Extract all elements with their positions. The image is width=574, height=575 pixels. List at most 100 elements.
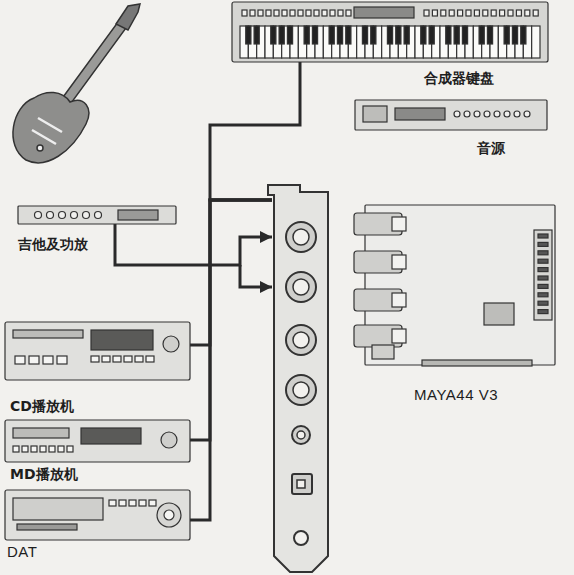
header-pin — [538, 284, 548, 288]
module-knob — [454, 111, 460, 117]
black-key — [421, 26, 426, 44]
black-key — [271, 26, 276, 44]
black-key — [504, 26, 509, 44]
cd-button — [113, 356, 121, 362]
guitar-headstock — [116, 4, 140, 30]
black-key — [512, 26, 517, 44]
amp-knob — [47, 212, 54, 219]
md-button — [58, 446, 64, 452]
md-knob — [161, 432, 177, 448]
jack-body — [392, 255, 406, 269]
device-picture — [18, 206, 176, 224]
amp-knob — [83, 212, 90, 219]
keyboard-button — [508, 10, 513, 16]
keyboard-button — [458, 10, 463, 16]
keyboard-button — [466, 10, 471, 16]
dat-meter — [17, 524, 77, 530]
black-key — [246, 26, 251, 44]
black-key — [462, 26, 467, 44]
device-label: 吉他及功放 — [18, 236, 88, 252]
module-knob — [494, 111, 500, 117]
black-key — [454, 26, 459, 44]
amp-knob — [95, 212, 102, 219]
module-knob — [514, 111, 520, 117]
device-box: DAT — [5, 490, 190, 540]
cd-body — [5, 322, 190, 380]
keyboard-button — [250, 10, 255, 16]
black-key — [329, 26, 334, 44]
board-connector — [372, 345, 394, 359]
device-box: CD播放机 — [5, 322, 190, 380]
device-box: MD播放机 — [5, 420, 190, 462]
black-key — [446, 26, 451, 44]
optical-hole — [297, 480, 305, 488]
black-key — [312, 26, 317, 44]
device-picture — [5, 420, 190, 462]
black-key — [287, 26, 292, 44]
keyboard-button — [449, 10, 454, 16]
black-key — [304, 26, 309, 44]
md-button — [49, 446, 55, 452]
md-display — [81, 428, 141, 444]
keyboard-button — [441, 10, 446, 16]
keyboard-button — [432, 10, 437, 16]
module-knob — [504, 111, 510, 117]
dat-knob-cap — [164, 510, 174, 520]
black-key — [337, 26, 342, 44]
black-key — [279, 26, 284, 44]
module-display — [395, 108, 445, 120]
card-bracket — [268, 185, 328, 572]
keyboard-button — [298, 10, 303, 16]
keyboard-button — [282, 10, 287, 16]
signal-line — [190, 200, 272, 440]
device-box: 吉他及功放 — [18, 206, 176, 224]
module-knob — [484, 111, 490, 117]
device-box: MAYA44 V3 — [272, 185, 558, 367]
header-pin — [538, 293, 548, 297]
device-picture — [232, 2, 548, 62]
dat-door — [13, 498, 103, 520]
md-body — [5, 420, 190, 462]
cd-button — [135, 356, 143, 362]
keyboard-button — [330, 10, 335, 16]
device-label: CD播放机 — [10, 398, 74, 414]
black-key — [254, 26, 259, 44]
module-slot — [363, 106, 387, 122]
dat-button — [139, 500, 146, 506]
dat-button — [129, 500, 136, 506]
device-picture — [5, 490, 190, 540]
keyboard-button — [322, 10, 327, 16]
device-label: DAT — [7, 544, 37, 560]
device-picture — [5, 322, 190, 380]
keyboard-button — [242, 10, 247, 16]
guitar-body — [13, 92, 89, 162]
header-pin — [538, 310, 548, 314]
dat-button — [119, 500, 126, 506]
cd-button — [43, 356, 53, 364]
keyboard-button — [290, 10, 295, 16]
keyboard-button — [266, 10, 271, 16]
black-key — [371, 26, 376, 44]
black-key — [479, 26, 484, 44]
keyboard-button — [306, 10, 311, 16]
cd-button — [57, 356, 67, 364]
jack-socket — [286, 272, 316, 302]
jack-body — [392, 329, 406, 343]
keyboard-button — [533, 10, 538, 16]
md-slot — [13, 428, 69, 438]
device-picture — [272, 185, 558, 367]
card-edge-contacts — [422, 360, 532, 366]
cd-button — [102, 356, 110, 362]
keyboard-button — [314, 10, 319, 16]
device-label: MAYA44 V3 — [414, 387, 498, 403]
module-knob — [474, 111, 480, 117]
keyboard-button — [483, 10, 488, 16]
md-button — [13, 446, 19, 452]
module-knob — [524, 111, 530, 117]
header-pin — [538, 234, 548, 238]
cd-display — [91, 330, 153, 350]
signal-line — [190, 200, 272, 520]
device-label: MD播放机 — [10, 466, 78, 482]
header-pin — [538, 259, 548, 263]
guitar-neck — [58, 22, 126, 110]
